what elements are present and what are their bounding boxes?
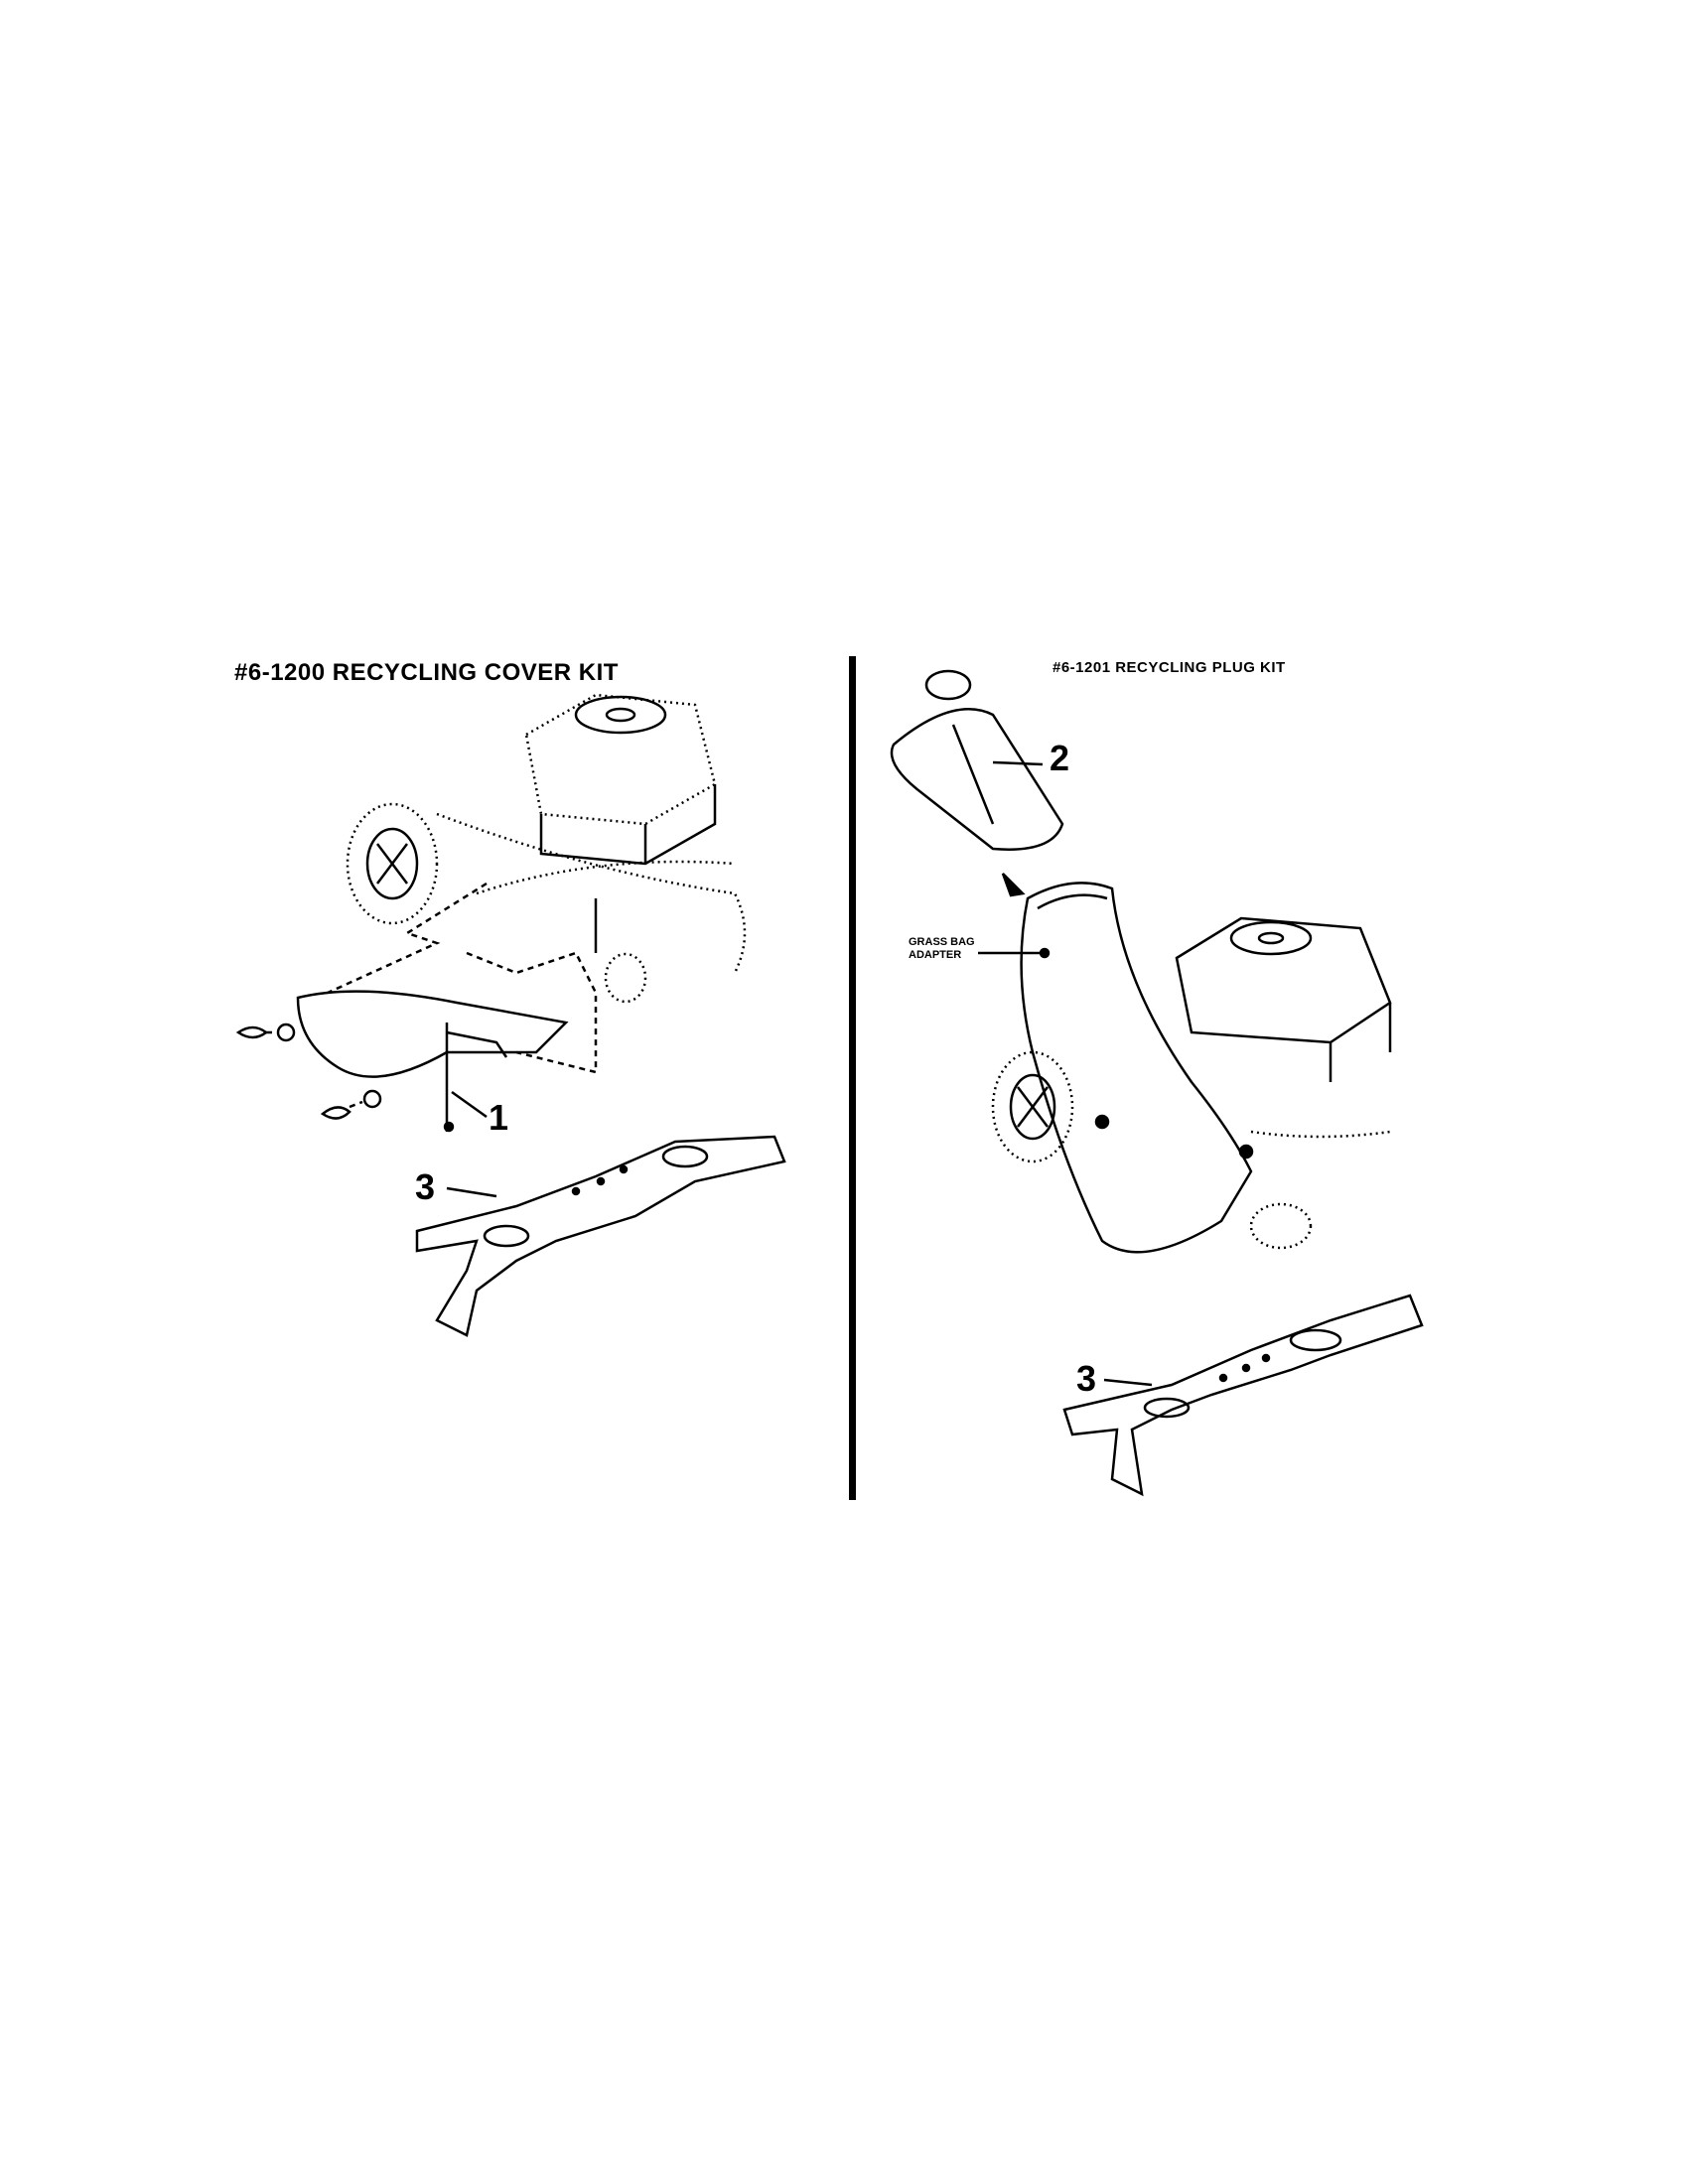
recycling-plug-part-2 bbox=[890, 669, 1064, 851]
callout-2: 2 bbox=[1050, 738, 1070, 778]
right-engine-drawing bbox=[1175, 916, 1392, 1082]
grass-bag-adapter-label: GRASS BAG ADAPTER bbox=[909, 936, 975, 962]
callout-1-leader bbox=[451, 1090, 488, 1119]
recycling-cover-part-1 bbox=[296, 990, 569, 1133]
right-blade-part-3 bbox=[1062, 1294, 1424, 1497]
insert-arrow-icon bbox=[1001, 873, 1026, 897]
left-kit-title: #6-1200 RECYCLING COVER KIT bbox=[234, 659, 619, 686]
panel-divider bbox=[849, 656, 856, 1500]
callout-3-right-leader bbox=[1103, 1378, 1153, 1387]
callout-3-left: 3 bbox=[415, 1166, 436, 1207]
wing-nut-lower bbox=[320, 1089, 382, 1120]
adapter-label-line1: GRASS BAG bbox=[909, 936, 975, 948]
callout-3-right: 3 bbox=[1076, 1358, 1097, 1399]
grass-bag-adapter bbox=[978, 882, 1253, 1254]
left-engine-drawing bbox=[524, 693, 717, 866]
adapter-label-line2: ADAPTER bbox=[909, 949, 962, 961]
callout-3-left-leader bbox=[446, 1186, 497, 1198]
wing-nut-upper bbox=[235, 1023, 296, 1042]
right-kit-title: #6-1201 RECYCLING PLUG KIT bbox=[1052, 659, 1286, 676]
left-wheel-drawing bbox=[346, 802, 439, 925]
callout-1: 1 bbox=[489, 1097, 509, 1138]
left-blade-part-3 bbox=[415, 1135, 786, 1337]
right-wheel-drawing bbox=[991, 1050, 1074, 1163]
